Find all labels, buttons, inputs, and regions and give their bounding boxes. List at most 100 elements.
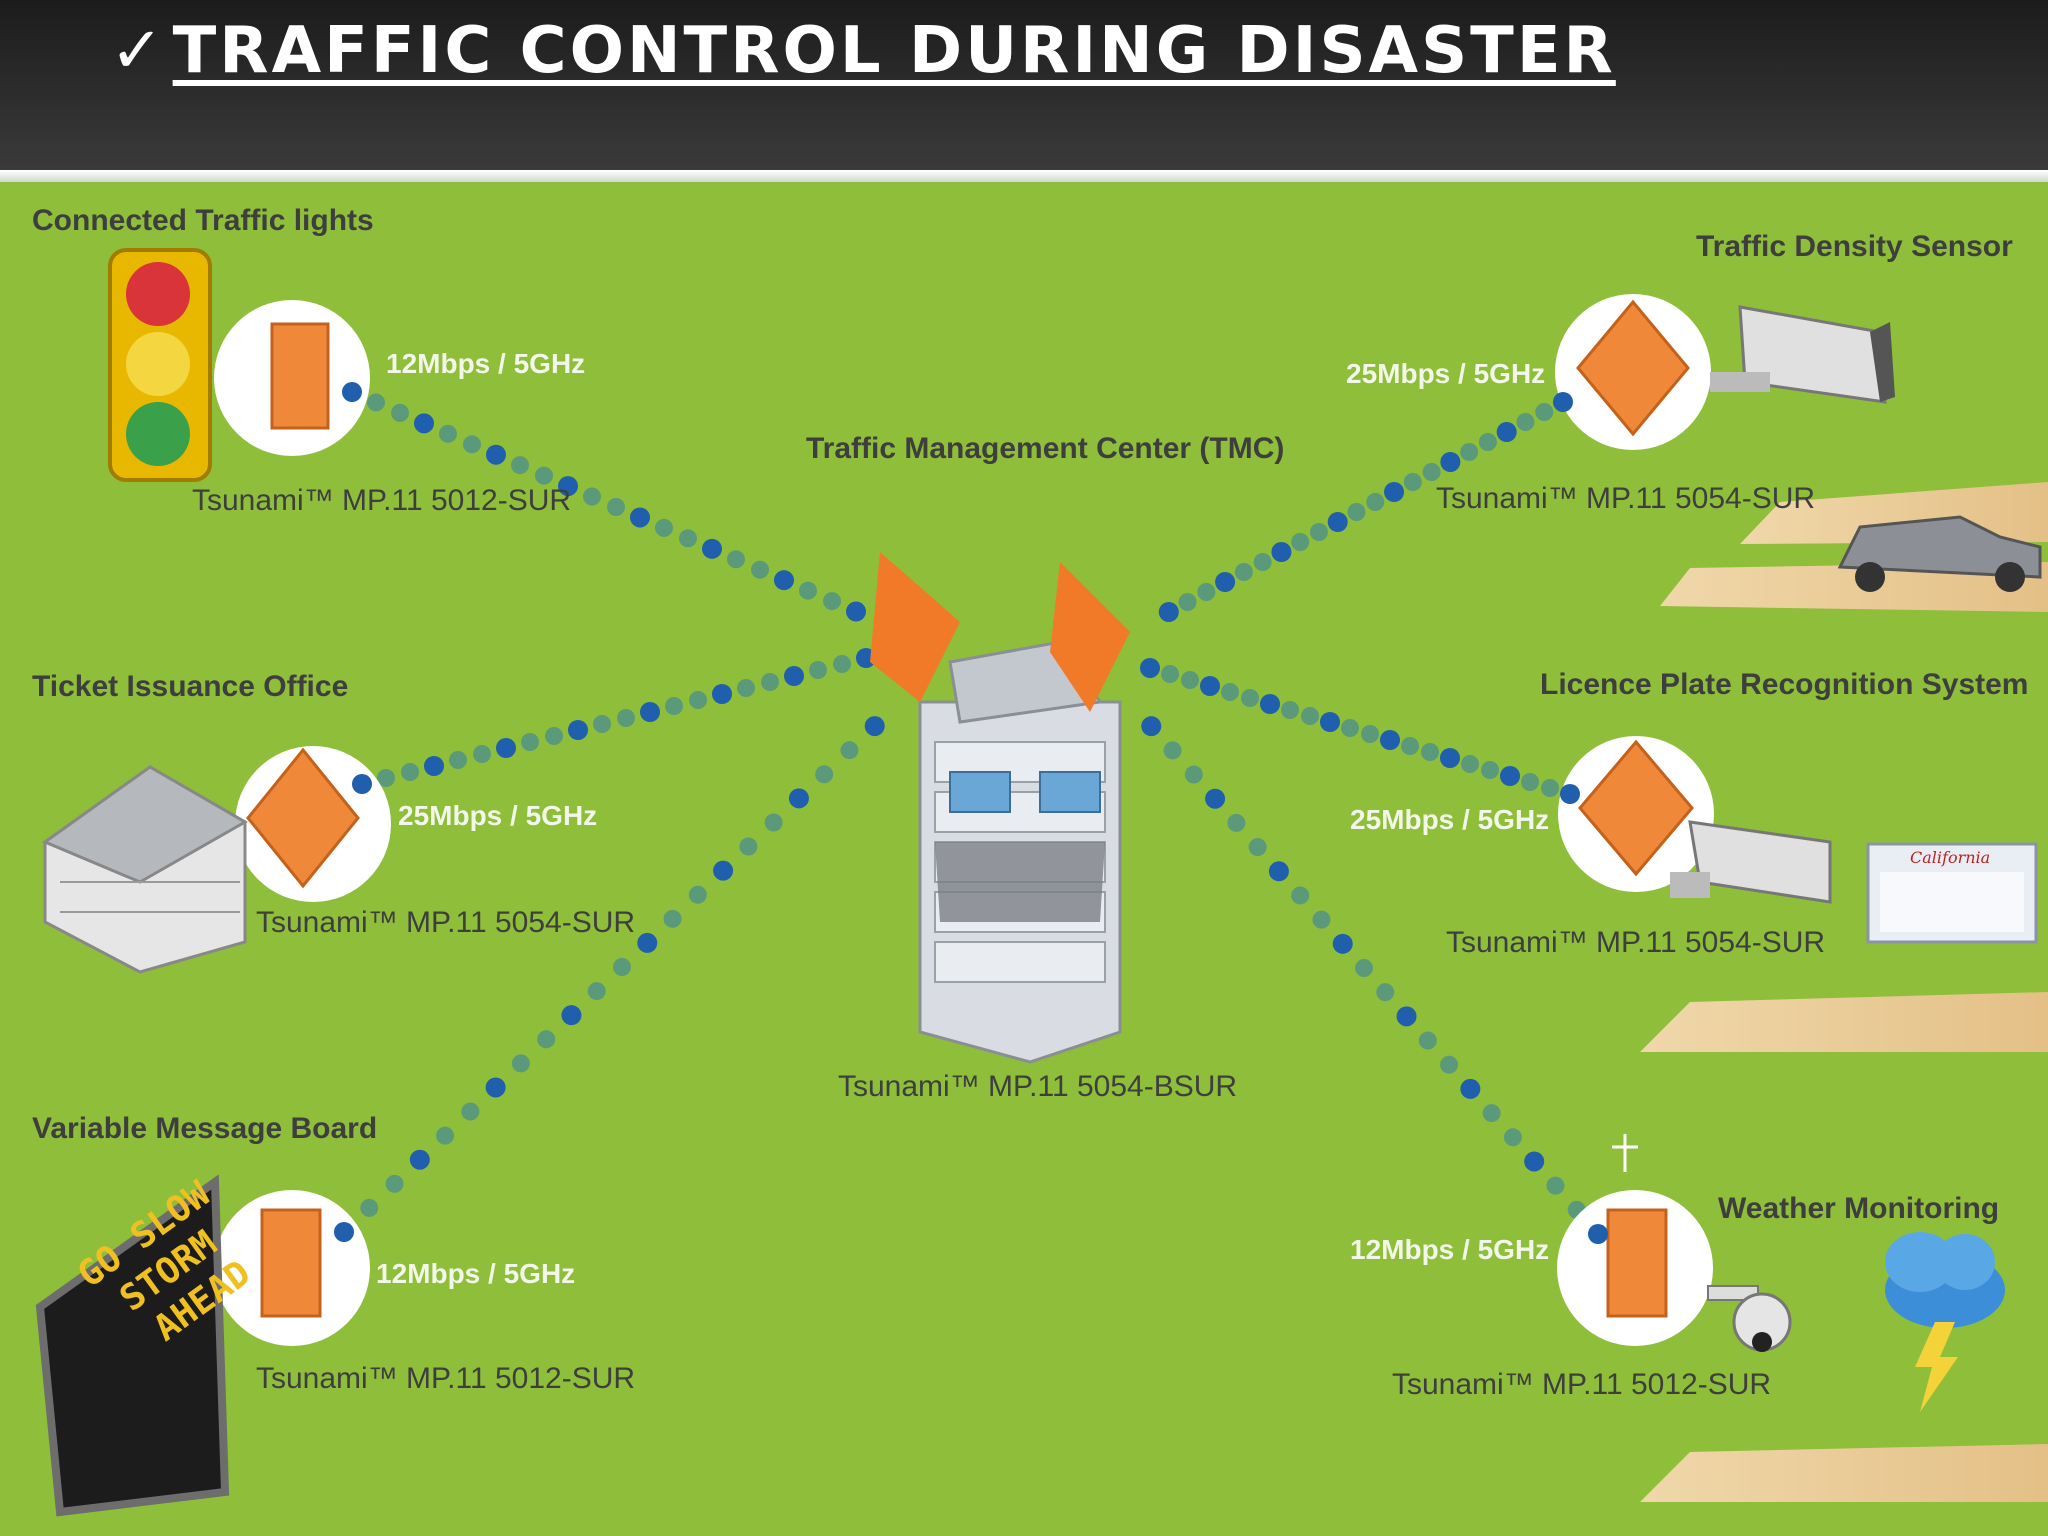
diagram-panel: GO SLOW STORM AHEAD California Connected… (0, 182, 2048, 1536)
link-dot (1460, 1078, 1481, 1099)
link-dot (1312, 910, 1331, 929)
link-dot (1384, 482, 1405, 502)
checkmark-icon: ✓ (110, 14, 167, 88)
link-dot (689, 691, 707, 709)
antenna-icon (1612, 1134, 1638, 1172)
node-label-density-sensor: Traffic Density Sensor (1696, 230, 2013, 263)
link-dot (1184, 765, 1203, 784)
link-dot (521, 733, 539, 751)
link-dot (473, 745, 491, 763)
link-dot (727, 550, 745, 569)
tmc-model-label: Tsunami™ MP.11 5054-BSUR (838, 1070, 1238, 1103)
link-dot (737, 679, 755, 697)
link-dot (1521, 773, 1539, 791)
tmc-building-icon (870, 552, 1130, 1064)
node-weather (1557, 1190, 1713, 1346)
link-dot (1366, 493, 1385, 511)
link-dot (663, 909, 682, 928)
link-dot (1481, 761, 1499, 779)
link-dot (1401, 737, 1419, 755)
link-dot (1281, 701, 1299, 719)
link-dot (409, 1149, 430, 1170)
link-dot (1524, 1151, 1545, 1172)
link-dot (535, 466, 553, 485)
slide-title-text: TRAFFIC CONTROL DURING DISASTER (172, 14, 1616, 88)
link-dot (815, 765, 834, 784)
link-dot (702, 538, 722, 559)
link-dot (1291, 533, 1310, 551)
link-dot (1361, 725, 1379, 743)
link-dot (1418, 1031, 1437, 1050)
license-plate-text: California (1910, 848, 1991, 867)
rate-label-message-board: 12Mbps / 5GHz (376, 1258, 576, 1289)
link-dot (665, 697, 683, 715)
link-dot (1355, 959, 1373, 977)
link-dot (1440, 452, 1461, 472)
rate-label-traffic-lights: 12Mbps / 5GHz (386, 348, 586, 379)
node-label-ticket-office: Ticket Issuance Office (32, 670, 349, 703)
link-dot (537, 1030, 556, 1049)
link-dot (568, 720, 588, 740)
link-dot (1421, 743, 1439, 761)
link-dot (558, 476, 578, 497)
link-dot (1440, 1055, 1459, 1074)
model-label-plate-recognition: Tsunami™ MP.11 5054-SUR (1446, 926, 1826, 959)
link-dot (1291, 886, 1310, 905)
model-label-traffic-lights: Tsunami™ MP.11 5012-SUR (192, 484, 572, 517)
link-dot (1234, 563, 1253, 581)
link-dot (1403, 473, 1422, 491)
link-dot (784, 666, 804, 686)
link-dot (511, 1054, 530, 1073)
link-dot (640, 702, 660, 722)
node-message-board (214, 1190, 370, 1346)
link-dot (1347, 503, 1366, 521)
link-dot (360, 1198, 379, 1217)
link-dot (1141, 716, 1162, 737)
link-dot (1500, 766, 1520, 786)
link-dot (414, 413, 434, 434)
node-label-message-board: Variable Message Board (32, 1112, 378, 1145)
link-dot (1309, 523, 1328, 541)
network-diagram (35, 248, 2048, 1517)
link-dot (1260, 694, 1280, 714)
link-dot (764, 813, 783, 832)
title-bar: ✓TRAFFIC CONTROL DURING DISASTER (0, 0, 2048, 170)
link-dot (1158, 602, 1179, 622)
link-dot (1181, 671, 1199, 689)
link-dot (367, 393, 385, 412)
link-dot (377, 769, 395, 787)
link-dot (1253, 553, 1272, 571)
node-traffic-lights (214, 300, 370, 456)
link-dot (401, 763, 419, 781)
rate-label-weather: 12Mbps / 5GHz (1350, 1234, 1550, 1265)
link-dot (1332, 933, 1353, 954)
rate-label-density-sensor: 25Mbps / 5GHz (1346, 358, 1546, 389)
link-dot (1396, 1006, 1417, 1027)
link-dot (1241, 689, 1259, 707)
link-dot (679, 529, 697, 548)
link-dot (823, 592, 841, 611)
link-dot (712, 684, 732, 704)
link-dot (864, 716, 885, 737)
link-dot (617, 709, 635, 727)
link-dot (774, 570, 794, 591)
link-dot (840, 741, 859, 760)
link-dot (1482, 1104, 1501, 1123)
link-dot (1197, 583, 1216, 601)
road-stripes (1640, 482, 2048, 1502)
link-dot (613, 958, 631, 976)
link-dot (688, 885, 707, 904)
link-dot (630, 507, 650, 528)
link-dot (1440, 748, 1460, 768)
link-dot (561, 1005, 582, 1026)
model-label-weather: Tsunami™ MP.11 5012-SUR (1392, 1368, 1772, 1401)
link-dot (593, 715, 611, 733)
car-icon (1837, 515, 2042, 592)
wireless-links (360, 393, 1586, 1219)
office-building-icon (41, 765, 249, 974)
link-dot (436, 1126, 455, 1145)
link-dot (1461, 755, 1479, 773)
link-dot (1221, 683, 1239, 701)
model-label-ticket-office: Tsunami™ MP.11 5054-SUR (256, 906, 636, 939)
link-dot (1422, 463, 1441, 481)
